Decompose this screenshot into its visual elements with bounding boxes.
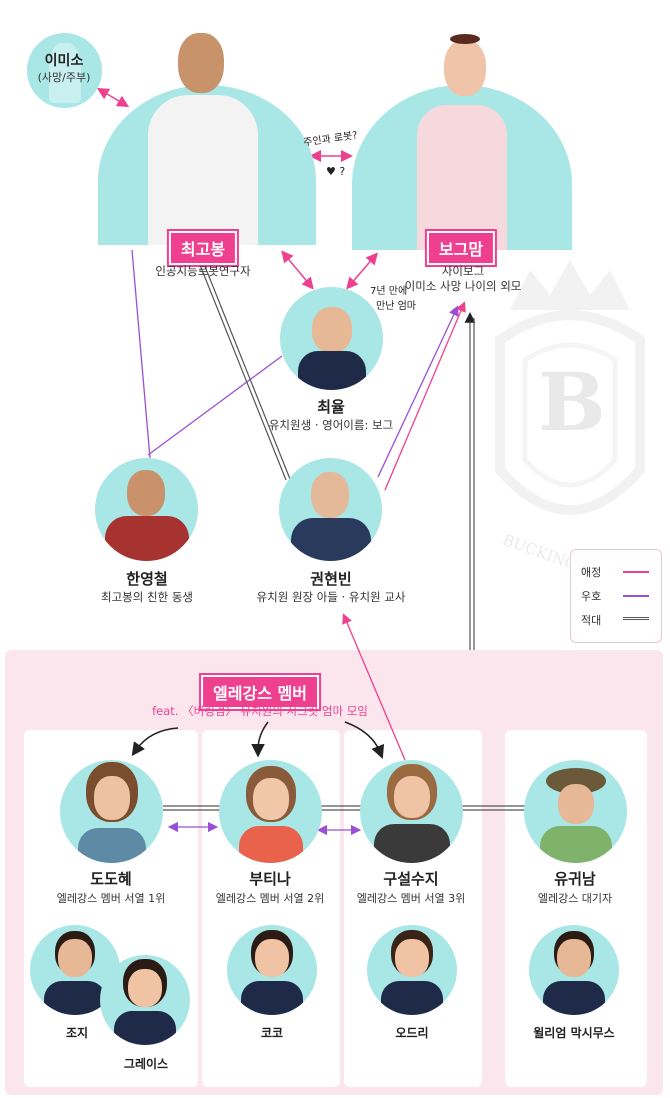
legend-hostile-line [623, 617, 649, 620]
kid-george-name: 조지 [65, 1026, 89, 1040]
legend-friendly-label: 우호 [581, 590, 602, 603]
kid-audrey-avatar [367, 925, 457, 1015]
hanyoungcheol-avatar [95, 458, 198, 561]
coco-body [241, 981, 303, 1015]
dodohye-body [78, 828, 146, 863]
kwonhyunbin-desc: 유치원 원장 아들 · 유치원 교사 [256, 590, 406, 604]
choiyul-avatar [280, 287, 383, 390]
choiyul-name: 최율 [317, 398, 345, 416]
elegance-subtitle: feat. 〈버킹검〉 유치원의 시크릿 엄마 모임 [152, 704, 368, 718]
member-dodohye-avatar [60, 760, 163, 863]
member-butina-avatar [219, 760, 322, 863]
audrey-body [381, 981, 443, 1015]
imiso-avatar [27, 33, 102, 108]
choigobong-figure [148, 95, 258, 245]
kwonhyunbin-avatar [279, 458, 382, 561]
imiso-desc: (사망/주부) [37, 71, 91, 84]
kid-william-avatar [529, 925, 619, 1015]
member-gusulsuji-desc: 엘레강스 멤버 서열 3위 [356, 892, 466, 905]
crest-watermark-graphic [495, 260, 645, 515]
kid-coco-name: 코코 [260, 1026, 284, 1040]
butina-head [253, 778, 289, 820]
bogeumam-desc-line2: 이미소 사망 나이의 외모 [404, 279, 522, 293]
legend-love-line [623, 571, 649, 573]
hanyoungcheol-name: 한영철 [126, 570, 168, 588]
member-gusulsuji-name: 구설수지 [383, 870, 439, 888]
member-butina-name: 부티나 [249, 870, 291, 888]
member-yuguinam-name: 유귀남 [554, 870, 596, 888]
bogeumam-avatar [352, 85, 572, 250]
kid-coco-avatar [227, 925, 317, 1015]
yuguinam-head [558, 784, 594, 824]
kid-william-name: 윌리엄 막시무스 [533, 1026, 615, 1040]
legend: 애정 우호 적대 [570, 549, 662, 643]
george-head [58, 939, 92, 977]
crest-letter: B [538, 355, 606, 449]
coco-head [255, 939, 289, 977]
hanyoungcheol-body [105, 516, 189, 561]
gusulsuji-body [374, 824, 450, 863]
member-yuguinam-desc: 엘레강스 대기자 [537, 892, 613, 905]
choigobong-head-top [178, 33, 224, 93]
imiso-name: 이미소 [44, 53, 84, 69]
legend-hostile-label: 적대 [581, 614, 602, 627]
grace-head [128, 969, 162, 1007]
gusulsuji-head [394, 776, 430, 818]
hanyoungcheol-head [127, 470, 165, 516]
grace-body [114, 1011, 176, 1045]
legend-love-label: 애정 [581, 566, 602, 579]
bogeumam-figure [417, 105, 507, 250]
legend-friendly-line [623, 595, 649, 597]
choigobong-name-box: 최고봉 [168, 231, 238, 265]
choigobong-avatar [98, 85, 316, 245]
butina-body [239, 826, 303, 863]
hanyoungcheol-desc: 최고봉의 친한 동생 [101, 590, 193, 604]
bogeumam-bow-icon [450, 34, 480, 44]
note-mom-line1: 7년 만에 [370, 286, 408, 297]
elegance-title-box: 엘레강스 멤버 [201, 675, 319, 709]
note-mom-line2: 만난 엄마 [376, 301, 416, 312]
member-dodohye-name: 도도혜 [90, 870, 132, 888]
crest-watermark: B BUCKINGHAM [470, 250, 670, 590]
member-dodohye-desc: 엘레강스 멤버 서열 1위 [56, 892, 166, 905]
choiyul-head [312, 307, 352, 353]
choiyul-body [298, 351, 366, 390]
kwonhyunbin-name: 권현빈 [310, 570, 352, 588]
kid-grace-name: 그레이스 [123, 1057, 169, 1071]
member-gusulsuji-avatar [360, 760, 463, 863]
bogeumam-name-box: 보그맘 [426, 231, 496, 265]
imiso-silhouette-icon [49, 43, 81, 103]
george-body [44, 981, 106, 1015]
yuguinam-body [540, 826, 612, 863]
choigobong-desc: 인공지능로봇연구자 [155, 264, 251, 278]
kwonhyunbin-body [291, 518, 371, 561]
member-yuguinam-avatar [524, 760, 627, 863]
member-butina-desc: 엘레강스 멤버 서열 2위 [215, 892, 325, 905]
bogeumam-desc-line1: 사이보그 [441, 264, 485, 278]
kid-audrey-name: 오드리 [395, 1026, 429, 1040]
note-heart: ♥ ? [326, 165, 346, 178]
bogeumam-head [444, 40, 486, 96]
william-body [543, 981, 605, 1015]
choiyul-desc: 유치원생 · 영어이름: 보그 [268, 418, 394, 432]
kid-grace-avatar [100, 955, 190, 1045]
william-head [557, 939, 591, 977]
dodohye-head [94, 776, 130, 820]
kwonhyunbin-head [311, 472, 349, 518]
audrey-head [395, 939, 429, 977]
